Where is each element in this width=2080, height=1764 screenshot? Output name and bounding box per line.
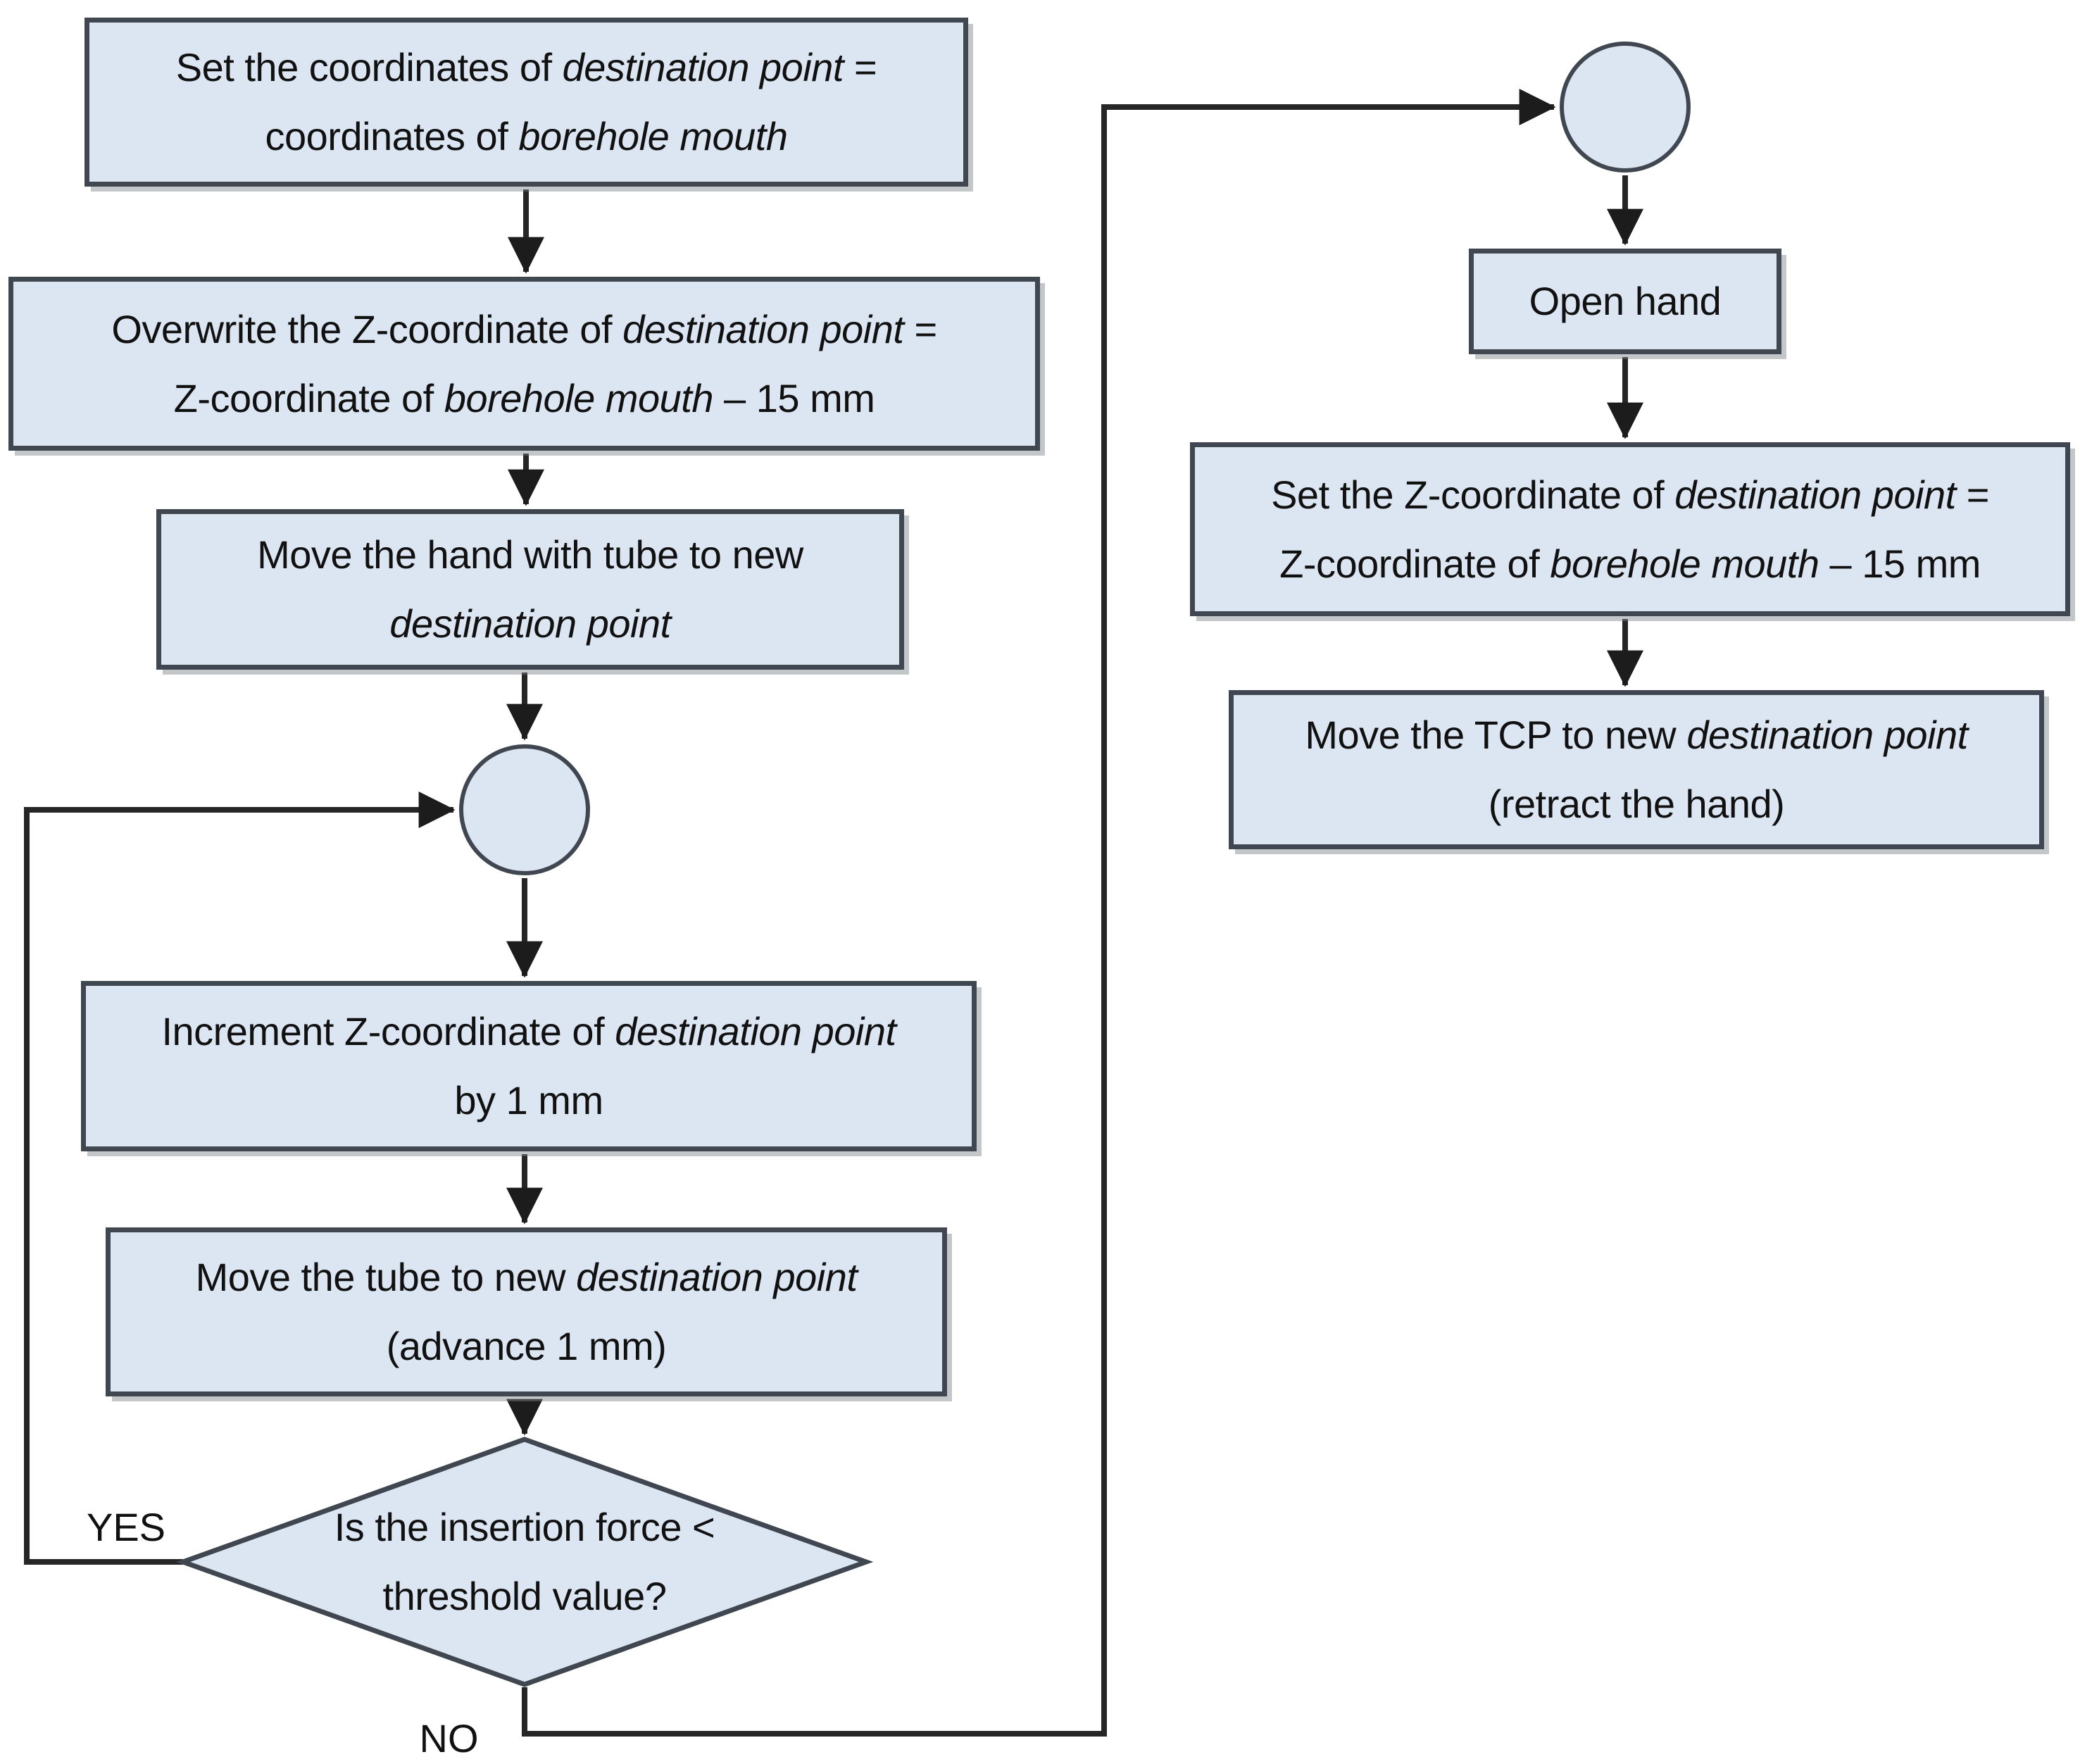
text-line: coordinates of borehole mouth [176, 102, 877, 171]
text-segment: threshold value? [382, 1574, 667, 1618]
text-segment: (advance 1 mm) [386, 1324, 667, 1368]
text-segment: destination point [576, 1255, 858, 1299]
process-increment-z-coordinate: Increment Z-coordinate of destination po… [81, 981, 977, 1151]
text-segment: borehole mouth [518, 114, 788, 158]
text-segment: destination point [562, 45, 844, 89]
text-segment: destination point [1674, 472, 1956, 517]
text-line: Z-coordinate of borehole mouth – 15 mm [1271, 530, 1989, 599]
text-segment: Set the coordinates of [175, 45, 563, 89]
connector-junction-right [1560, 42, 1691, 173]
text-segment: by 1 mm [454, 1078, 603, 1122]
text-segment: Move the TCP to new [1305, 713, 1687, 757]
text-line: Move the TCP to new destination point [1305, 701, 1968, 770]
decision-diamond-shape [175, 1437, 874, 1687]
text-segment: destination point [1686, 713, 1968, 757]
text-line: Increment Z-coordinate of destination po… [161, 997, 896, 1066]
text-segment: Z-coordinate of [173, 375, 444, 420]
text-line: Z-coordinate of borehole mouth – 15 mm [111, 364, 936, 433]
label-yes: YES [86, 1505, 166, 1549]
text-segment: Set the Z-coordinate of [1271, 472, 1675, 517]
text-segment: Is the insertion force < [334, 1505, 715, 1549]
node-text: Move the TCP to new destination point (r… [1305, 701, 1968, 839]
text-line: Move the tube to new destination point [196, 1243, 858, 1312]
text-line: by 1 mm [161, 1066, 896, 1135]
text-segment: coordinates of [265, 114, 519, 158]
label-no: NO [419, 1716, 479, 1760]
text-segment: = [1955, 472, 1990, 517]
decision-insertion-force-check: Is the insertion force < threshold value… [183, 1439, 866, 1684]
text-segment: borehole mouth [1550, 541, 1819, 586]
node-text: Set the coordinates of destination point… [176, 33, 877, 171]
text-line: (retract the hand) [1305, 770, 1967, 839]
process-move-tcp: Move the TCP to new destination point (r… [1229, 690, 2044, 849]
node-text: Move the tube to new destination point (… [196, 1243, 858, 1381]
text-segment: destination point [389, 601, 671, 646]
text-line: threshold value? [334, 1562, 715, 1631]
edge-yes-loop [24, 792, 456, 1565]
text-segment: Move the hand with tube to new [257, 532, 803, 577]
text-segment: (retract the hand) [1488, 782, 1785, 826]
connector-junction-left [459, 744, 590, 875]
node-text: Overwrite the Z-coordinate of destinatio… [111, 295, 937, 433]
text-segment: destination point [615, 1009, 896, 1053]
edge-no-branch [522, 89, 1556, 1737]
node-text: Set the Z-coordinate of destination poin… [1271, 461, 1989, 599]
text-segment: Z-coordinate of [1279, 541, 1550, 586]
process-overwrite-z-coordinate: Overwrite the Z-coordinate of destinatio… [8, 277, 1040, 451]
text-segment: Open hand [1529, 279, 1722, 323]
process-set-z-coordinate: Set the Z-coordinate of destination poin… [1190, 442, 2070, 616]
text-segment: = [903, 306, 937, 351]
text-line: Set the coordinates of destination point… [176, 33, 877, 102]
text-line: destination point [257, 589, 803, 658]
text-line: Move the hand with tube to new [257, 520, 803, 589]
node-text: Move the hand with tube to new destinati… [257, 520, 803, 658]
process-move-hand-with-tube: Move the hand with tube to new destinati… [156, 509, 904, 670]
text-segment: Increment Z-coordinate of [161, 1009, 615, 1053]
node-text: Open hand [1529, 267, 1722, 336]
process-move-tube: Move the tube to new destination point (… [106, 1227, 947, 1396]
text-segment: – 15 mm [713, 375, 875, 420]
text-segment: – 15 mm [1819, 541, 1981, 586]
node-text: Is the insertion force < threshold value… [334, 1493, 715, 1631]
text-line: Overwrite the Z-coordinate of destinatio… [111, 295, 937, 364]
text-segment: borehole mouth [444, 375, 714, 420]
node-text: Increment Z-coordinate of destination po… [161, 997, 896, 1135]
process-set-destination-point: Set the coordinates of destination point… [84, 18, 968, 187]
text-line: Is the insertion force < [334, 1493, 715, 1562]
process-open-hand: Open hand [1469, 249, 1781, 354]
text-segment: Move the tube to new [195, 1255, 577, 1299]
text-line: (advance 1 mm) [196, 1312, 858, 1381]
text-segment: Overwrite the Z-coordinate of [111, 306, 623, 351]
text-segment: destination point [622, 306, 904, 351]
text-line: Open hand [1529, 267, 1722, 336]
text-line: Set the Z-coordinate of destination poin… [1271, 461, 1989, 530]
text-segment: = [843, 45, 877, 89]
